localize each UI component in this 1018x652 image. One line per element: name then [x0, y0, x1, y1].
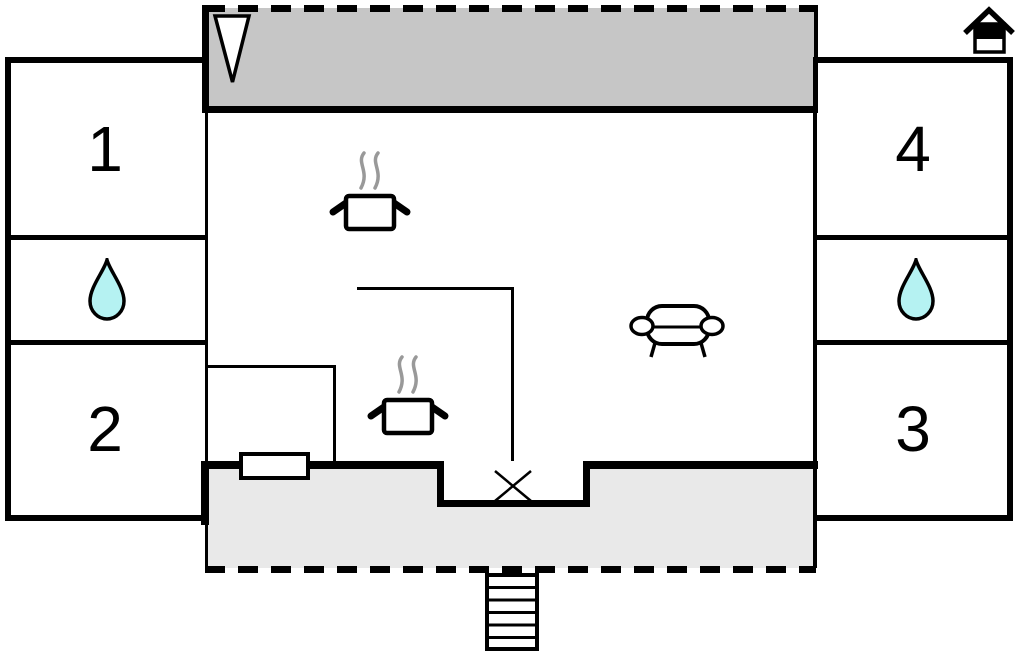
- right-block-divider-1: [817, 235, 1007, 240]
- room-1-number: 1: [87, 113, 123, 185]
- x-door-marker-icon: [494, 470, 532, 502]
- right-room-block: [813, 57, 1013, 521]
- kitchen-partition-vertical: [511, 287, 514, 465]
- cooking-pot-icon-upper: [329, 151, 411, 232]
- main-bottom-wall-left: [202, 461, 444, 469]
- terrace-bottom-left-wall-thin: [205, 523, 208, 568]
- main-bottom-wall-right: [585, 461, 818, 469]
- stairs-icon: [485, 573, 539, 651]
- kitchen-partition-horizontal: [357, 287, 514, 290]
- terrace-bottom-left-wall-thick: [201, 461, 209, 525]
- corner-partition-horizontal: [208, 365, 336, 368]
- left-room-block: [5, 57, 208, 521]
- left-block-divider-2: [11, 340, 205, 345]
- cooking-pot-icon-lower: [367, 355, 449, 436]
- room-2-number: 2: [87, 393, 123, 465]
- water-drop-icon-right: [897, 258, 935, 321]
- room-3-number: 3: [895, 393, 931, 465]
- terrace-bottom-dashed-border: [205, 566, 816, 573]
- terrace-top-dashed-border: [205, 5, 816, 12]
- terrace-top-left-wall: [202, 5, 209, 110]
- room-2-label: 2: [5, 343, 205, 515]
- sofa-icon: [629, 304, 725, 358]
- room-4-number: 4: [895, 113, 931, 185]
- right-block-divider-2: [817, 340, 1007, 345]
- window-icon: [239, 452, 310, 480]
- terrace-top: [205, 8, 816, 107]
- down-triangle-icon: [212, 14, 252, 83]
- left-block-divider-1: [11, 235, 205, 240]
- terrace-bottom-right-wall: [813, 467, 817, 568]
- room-1-label: 1: [5, 63, 205, 235]
- main-top-wall: [202, 106, 818, 113]
- room-3-label: 3: [813, 343, 1013, 515]
- terrace-top-right-wall: [814, 5, 818, 110]
- water-drop-icon-left: [88, 258, 126, 321]
- corner-partition-vertical: [333, 365, 336, 465]
- house-icon: [963, 6, 1015, 54]
- room-4-label: 4: [813, 63, 1013, 235]
